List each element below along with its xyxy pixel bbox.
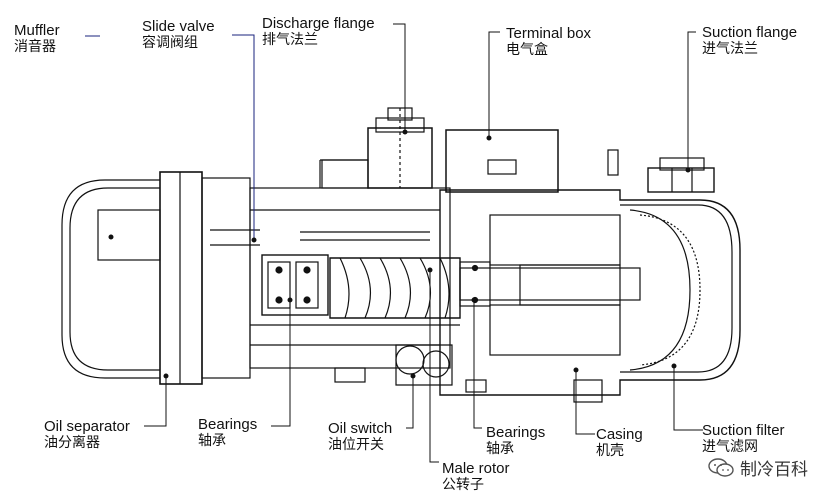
muffler-housing	[61, 179, 160, 379]
label-oil-separator-en: Oil separator	[44, 418, 130, 435]
label-muffler-zh: 消音器	[14, 39, 56, 56]
label-oil-switch-en: Oil switch	[328, 420, 393, 437]
label-suction-filter-zh: 进气滤网	[702, 439, 758, 456]
label-suction-filter: Suction filter 进气滤网	[702, 422, 785, 455]
label-male-rotor-zh: 公转子	[442, 477, 484, 494]
label-terminal-box-zh: 电气盒	[506, 42, 548, 59]
label-slide-valve-en: Slide valve	[142, 18, 215, 35]
label-discharge-flange-zh: 排气法兰	[262, 32, 318, 49]
label-oil-separator: Oil separator 油分离器	[44, 418, 130, 451]
label-muffler: Muffler 消音器	[14, 22, 60, 55]
label-bearings-right-en: Bearings	[486, 424, 546, 441]
watermark-text: 制冷百科	[740, 460, 808, 480]
label-discharge-flange: Discharge flange 排气法兰	[262, 15, 375, 48]
label-bearings-right-zh: 轴承	[486, 441, 514, 458]
label-bearings-right: Bearings 轴承	[486, 424, 545, 457]
watermark: 制冷百科	[708, 455, 808, 480]
motor-housing	[439, 189, 741, 396]
label-oil-switch: Oil switch 油位开关	[328, 420, 392, 453]
label-oil-switch-zh: 油位开关	[328, 437, 384, 454]
male-rotor-shape	[329, 257, 461, 319]
label-slide-valve-zh: 容调阀组	[142, 35, 198, 52]
label-muffler-en: Muffler	[14, 22, 60, 39]
label-oil-separator-zh: 油分离器	[44, 435, 100, 452]
label-suction-flange: Suction flange 进气法兰	[702, 24, 797, 57]
label-slide-valve: Slide valve 容调阀组	[142, 18, 215, 51]
label-bearings-left-zh: 轴承	[198, 433, 226, 450]
label-casing-zh: 机壳	[596, 443, 624, 460]
label-male-rotor: Male rotor 公转子	[442, 460, 510, 493]
label-bearings-left: Bearings 轴承	[198, 416, 257, 449]
label-suction-flange-en: Suction flange	[702, 24, 798, 41]
label-bearings-left-en: Bearings	[198, 416, 258, 433]
wechat-icon	[708, 457, 734, 477]
label-suction-filter-en: Suction filter	[702, 422, 785, 439]
label-terminal-box: Terminal box 电气盒	[506, 25, 591, 58]
label-suction-flange-zh: 进气法兰	[702, 41, 758, 58]
label-casing: Casing 机壳	[596, 426, 643, 459]
label-casing-en: Casing	[596, 426, 643, 443]
label-male-rotor-en: Male rotor	[442, 460, 510, 477]
label-discharge-flange-en: Discharge flange	[262, 15, 375, 32]
label-terminal-box-en: Terminal box	[506, 25, 592, 42]
